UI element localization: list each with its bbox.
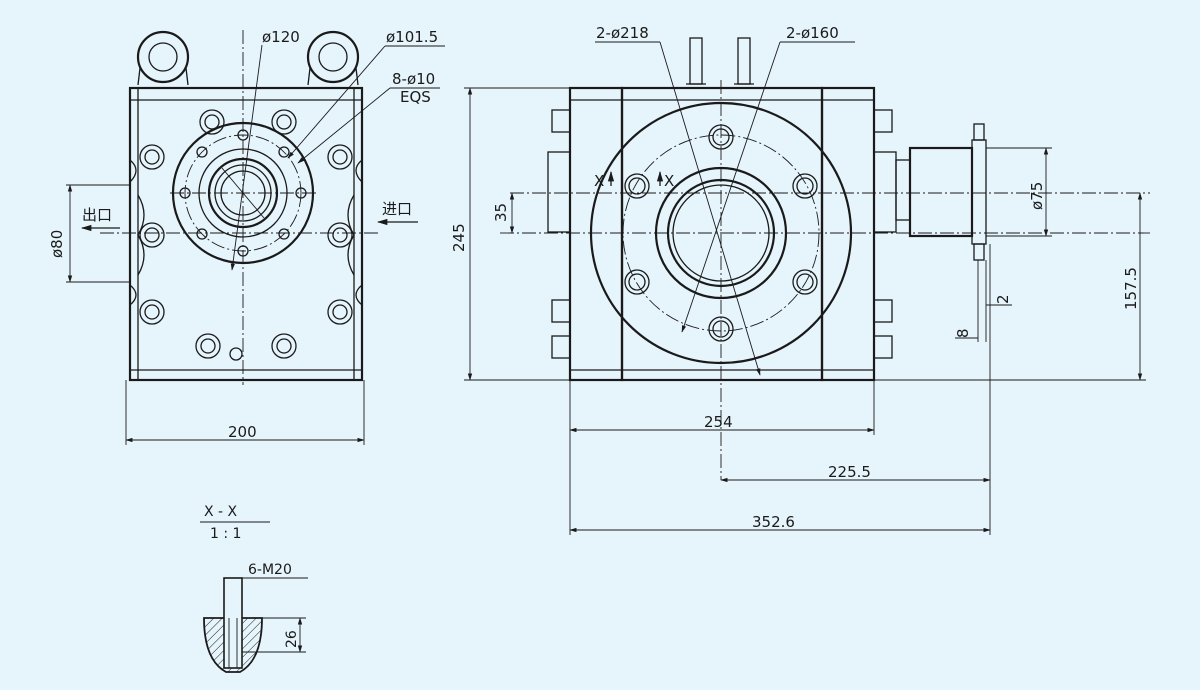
section-title: X - X	[204, 504, 238, 520]
dim-2: 2	[994, 294, 1012, 304]
depth-label: 26	[284, 630, 300, 648]
drive-shaft	[895, 123, 987, 261]
dim-eqs: EQS	[400, 88, 431, 106]
dim-d101: ø101.5	[386, 28, 438, 46]
pump-body-front	[128, 86, 364, 382]
dim-1575: 157.5	[1122, 267, 1140, 310]
label-outlet: 出口	[82, 206, 112, 224]
dim-width: 200	[228, 423, 257, 441]
dim-d80: ø80	[48, 230, 66, 258]
thread-hole	[223, 577, 243, 669]
dim-2d160: 2-ø160	[786, 24, 839, 42]
top-ports	[686, 37, 754, 85]
section-scale: 1 : 1	[210, 526, 241, 542]
thread-label: 6-M20	[248, 562, 292, 578]
dim-height: 245	[450, 223, 468, 252]
dim-2d218: 2-ø218	[596, 24, 649, 42]
front-view: ø120 ø101.5 8-ø10 EQS ø80 出口 进口 200	[48, 28, 445, 445]
dim-254: 254	[704, 413, 733, 431]
section-mark-left: X	[594, 172, 604, 190]
lifting-eye-left	[136, 30, 190, 86]
lifting-eye-right	[306, 30, 360, 86]
label-inlet: 进口	[382, 200, 412, 218]
section-xx: X - X 1 : 1 6-M20 26	[200, 504, 308, 673]
right-plate	[820, 86, 876, 382]
dim-8: 8	[954, 328, 972, 338]
dim-d120: ø120	[262, 28, 300, 46]
dim-8d10: 8-ø10	[392, 70, 435, 88]
section-mark-right: X	[664, 172, 674, 190]
dim-35: 35	[492, 203, 510, 222]
center-body	[620, 86, 824, 382]
dim-2255: 225.5	[828, 463, 871, 481]
dim-d75: ø75	[1028, 182, 1046, 210]
left-plate	[568, 86, 624, 382]
body-bolts	[139, 109, 353, 361]
side-view: 2-ø218 2-ø160 245 35 254 225.5 352.6 ø75…	[450, 24, 1150, 535]
dim-3526: 352.6	[752, 513, 795, 531]
